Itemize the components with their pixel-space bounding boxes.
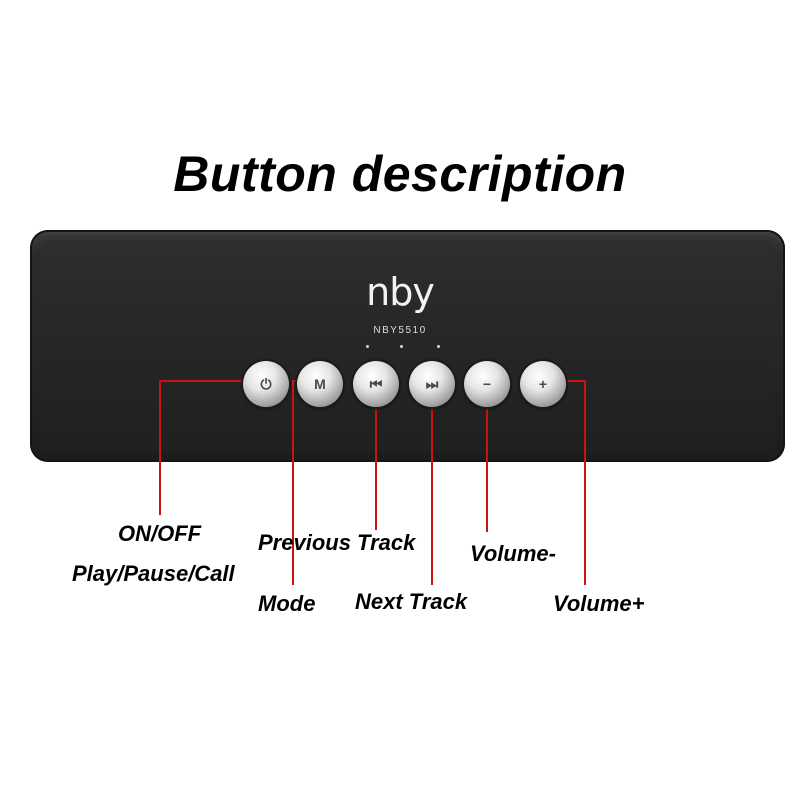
power-phone-icon: ⏻	[260, 375, 272, 392]
model-number: NBY5510	[373, 325, 427, 336]
label-mode: Mode	[258, 591, 316, 616]
label-volume-down: Volume-	[470, 541, 556, 566]
page-title: Button description	[173, 146, 627, 202]
label-volume-up: Volume+	[553, 591, 645, 616]
callout-line-on-off	[159, 380, 247, 515]
indicator-led	[400, 345, 403, 348]
volume-up-icon: +	[538, 376, 548, 392]
brand-logo: nby	[366, 270, 435, 314]
previous-track-icon: ⏮	[369, 375, 383, 392]
label-on-off: ON/OFF	[118, 521, 202, 546]
callout-line-volume-up	[555, 380, 586, 585]
volume-down-icon: −	[482, 376, 492, 392]
volume-down-button[interactable]: −	[464, 361, 510, 407]
indicator-led	[366, 345, 369, 348]
next-track-button[interactable]: ⏭	[409, 361, 455, 407]
previous-track-button[interactable]: ⏮	[353, 361, 399, 407]
indicator-led	[437, 345, 440, 348]
mode-button[interactable]: M	[297, 361, 343, 407]
label-play-pause-call: Play/Pause/Call	[72, 561, 235, 586]
mode-icon: M	[314, 376, 326, 392]
volume-up-button[interactable]: +	[520, 361, 566, 407]
power-play-call-button[interactable]: ⏻	[243, 361, 289, 407]
label-previous-track: Previous Track	[258, 530, 416, 555]
speaker-front-panel	[40, 240, 775, 452]
next-track-icon: ⏭	[425, 375, 439, 392]
speaker-body	[30, 230, 785, 462]
label-next-track: Next Track	[355, 589, 468, 614]
